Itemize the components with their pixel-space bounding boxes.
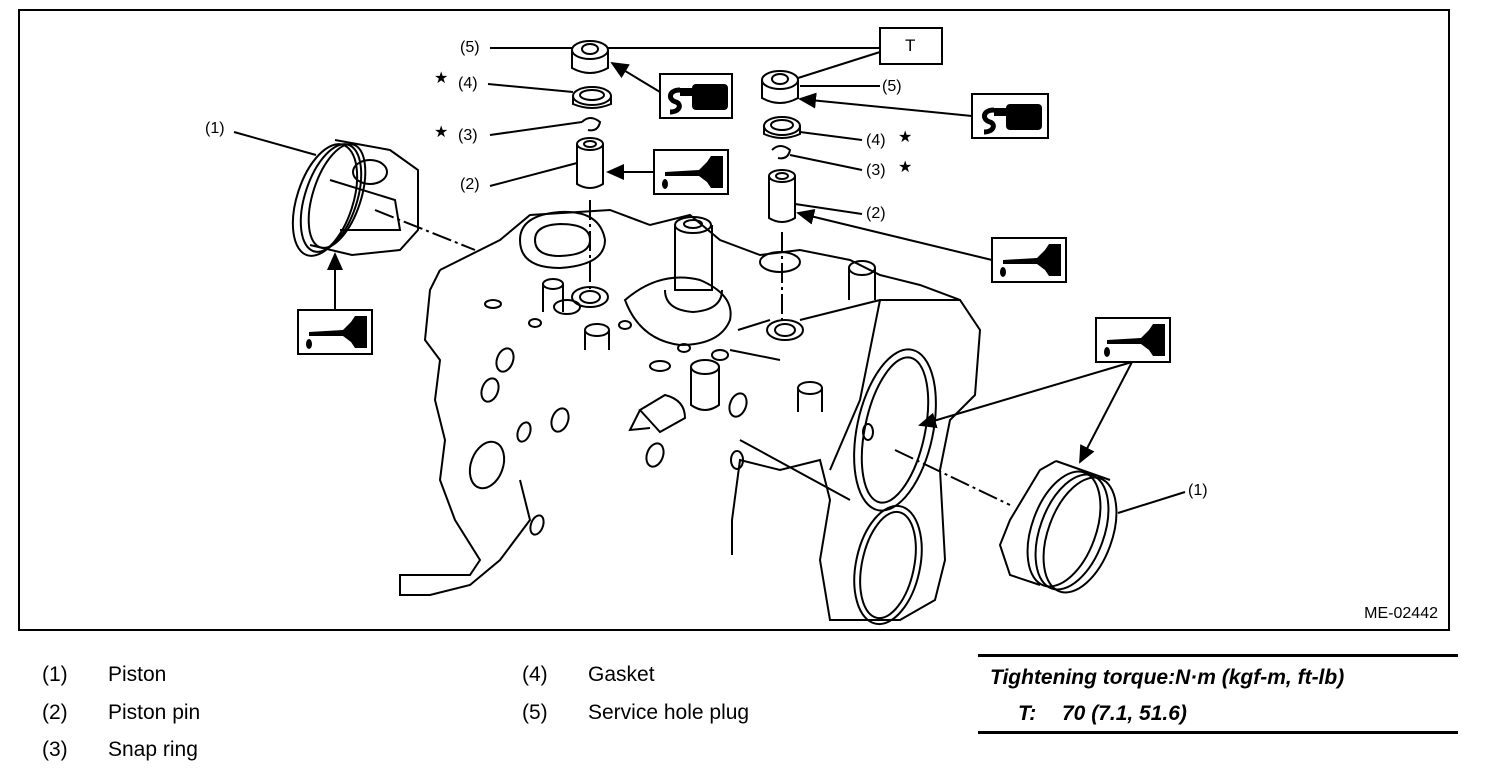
torque-spec-title: Tightening torque:N·m (kgf-m, ft-lb)	[990, 666, 1345, 689]
leader-lines	[233, 47, 1186, 514]
legend-number: (5)	[522, 701, 548, 724]
replace-star-gasket-left: ★	[434, 70, 449, 87]
callout-snap-right: (3)	[866, 162, 886, 179]
torque-tag-box	[879, 27, 943, 65]
legend-label: Piston	[108, 663, 167, 686]
torque-tag-label: T	[905, 36, 916, 55]
legend-number: (2)	[42, 701, 68, 724]
legend-number: (3)	[42, 738, 68, 761]
diagram-frame: ME-02442	[18, 9, 1450, 631]
callout-piston-right: (1)	[1188, 482, 1208, 499]
piston-left-drawing	[291, 139, 419, 257]
torque-spec-table: Tightening torque:N·m (kgf-m, ft-lb) T: 7…	[978, 654, 1458, 734]
torque-spec-row: T: 70 (7.1, 51.6)	[1018, 702, 1187, 726]
callout-pin-left: (2)	[460, 176, 480, 193]
torque-spec-label: T:	[1018, 702, 1037, 725]
oil-can-icon	[1095, 317, 1171, 363]
callout-gasket-left: (4)	[458, 75, 478, 92]
legend-number: (1)	[42, 663, 68, 686]
callout-plug-left: (5)	[460, 39, 480, 56]
oil-can-icon	[297, 309, 373, 355]
liquid-gasket-icon	[971, 93, 1049, 139]
oil-can-icon	[653, 149, 729, 195]
oil-can-icon	[991, 237, 1067, 283]
left-part-stack	[571, 40, 612, 290]
callout-pin-right: (2)	[866, 205, 886, 222]
replace-star-gasket-right: ★	[898, 129, 913, 146]
liquid-gasket-icon	[659, 73, 733, 119]
callout-gasket-right: (4)	[866, 132, 886, 149]
piston-right-drawing	[998, 460, 1118, 594]
torque-spec-value: 70 (7.1, 51.6)	[1062, 702, 1187, 725]
legend-label: Gasket	[588, 663, 655, 686]
legend-number: (4)	[522, 663, 548, 686]
engine-block-outline	[399, 208, 982, 626]
legend-label: Service hole plug	[588, 701, 750, 724]
right-part-stack	[761, 70, 801, 325]
replace-star-snap-left: ★	[434, 124, 449, 141]
legend-label: Piston pin	[108, 701, 201, 724]
legend-label: Snap ring	[108, 738, 198, 761]
callout-plug-right: (5)	[882, 78, 902, 95]
replace-star-snap-right: ★	[898, 159, 913, 176]
figure-id: ME-02442	[1364, 605, 1438, 622]
callout-piston-left: (1)	[205, 120, 225, 137]
callout-snap-left: (3)	[458, 127, 478, 144]
